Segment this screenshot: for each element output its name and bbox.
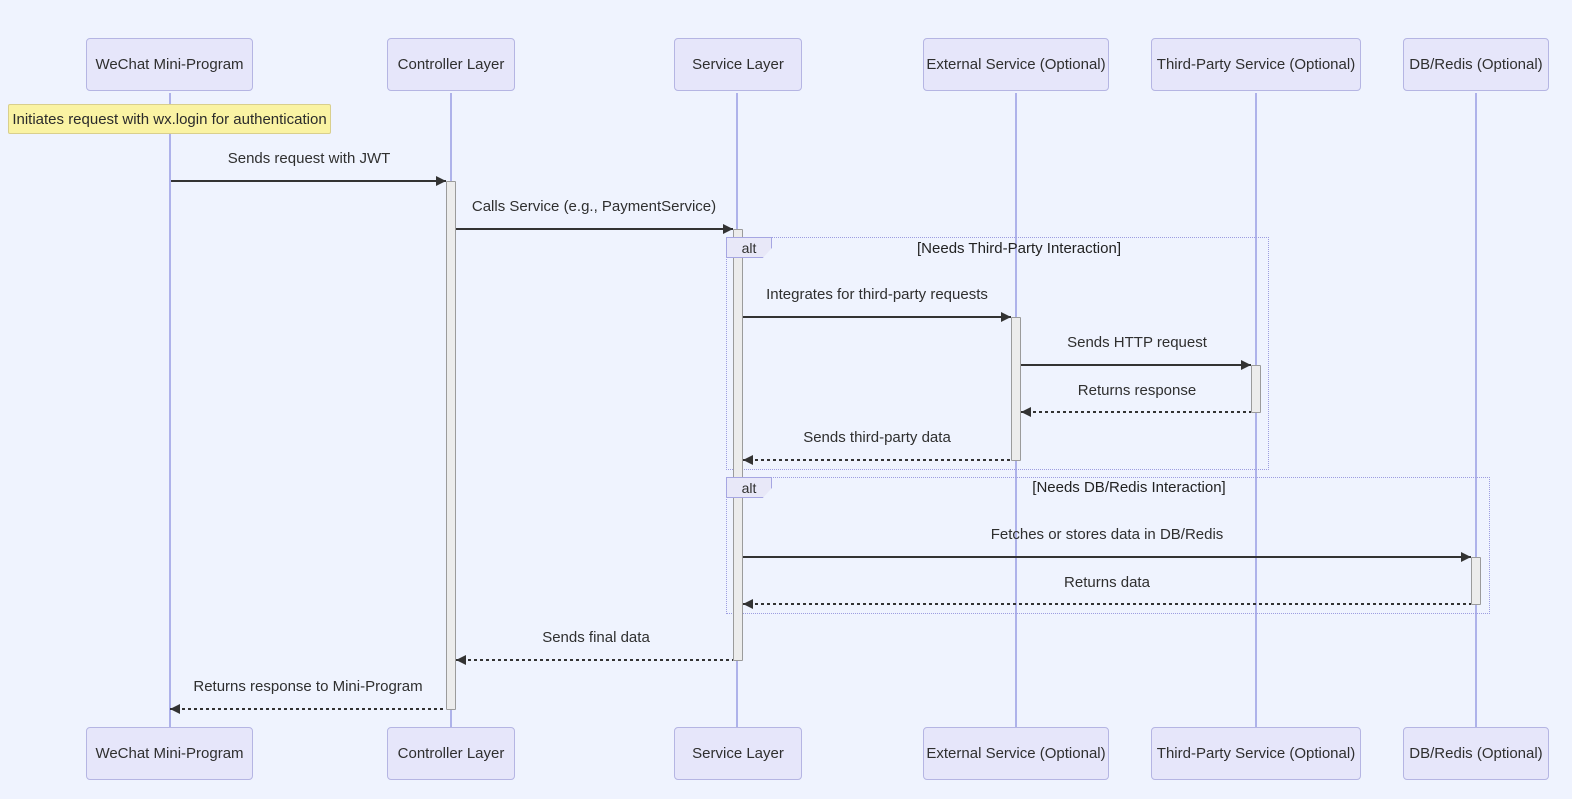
- alt-operator-text: alt: [741, 239, 757, 256]
- participant-label: Third-Party Service (Optional): [1156, 56, 1356, 73]
- arrowhead-right-icon: [1461, 552, 1471, 562]
- alt-condition-dbredis: [Needs DB/Redis Interaction]: [1032, 479, 1226, 496]
- participant-bottom-external: External Service (Optional): [923, 727, 1109, 780]
- note-text: Initiates request with wx.login for auth…: [12, 110, 327, 128]
- participant-label: Third-Party Service (Optional): [1156, 745, 1356, 762]
- message-label: Sends request with JWT: [227, 150, 391, 167]
- participant-top-external: External Service (Optional): [923, 38, 1109, 91]
- activation-dbredis: [1471, 557, 1481, 605]
- participant-bottom-dbredis: DB/Redis (Optional): [1403, 727, 1549, 780]
- message-arrow-line: [743, 603, 1471, 605]
- alt-frame-thirdparty: [726, 237, 1269, 470]
- participant-top-dbredis: DB/Redis (Optional): [1403, 38, 1549, 91]
- participant-label: External Service (Optional): [926, 56, 1106, 73]
- message-arrow-line: [170, 708, 446, 710]
- participant-top-service: Service Layer: [674, 38, 802, 91]
- message-label: Integrates for third-party requests: [766, 286, 988, 303]
- message-label: Fetches or stores data in DB/Redis: [990, 526, 1224, 543]
- activation-controller: [446, 181, 456, 710]
- participant-top-wechat: WeChat Mini-Program: [86, 38, 253, 91]
- arrowhead-right-icon: [1241, 360, 1251, 370]
- participant-label: Controller Layer: [397, 745, 505, 762]
- alt-frame-dbredis: [726, 477, 1490, 614]
- alt-operator-label: alt: [726, 477, 772, 498]
- arrowhead-left-icon: [170, 704, 180, 714]
- message-arrow-line: [456, 228, 733, 230]
- message-arrow-line: [171, 180, 446, 182]
- message-arrow-line: [1021, 411, 1251, 413]
- participant-bottom-service: Service Layer: [674, 727, 802, 780]
- participant-bottom-controller: Controller Layer: [387, 727, 515, 780]
- alt-condition-thirdparty: [Needs Third-Party Interaction]: [917, 240, 1121, 257]
- arrowhead-right-icon: [1001, 312, 1011, 322]
- note-wx-login: Initiates request with wx.login for auth…: [8, 104, 331, 134]
- arrowhead-right-icon: [723, 224, 733, 234]
- message-arrow-line: [456, 659, 733, 661]
- lifeline-wechat: [169, 93, 171, 728]
- participant-label: Controller Layer: [397, 56, 505, 73]
- message-label: Returns data: [1064, 574, 1150, 591]
- message-arrow-line: [743, 459, 1011, 461]
- arrowhead-left-icon: [456, 655, 466, 665]
- message-label: Returns response to Mini-Program: [193, 678, 423, 695]
- alt-operator-text: alt: [741, 479, 757, 496]
- message-arrow-line: [743, 556, 1471, 558]
- participant-top-thirdparty: Third-Party Service (Optional): [1151, 38, 1361, 91]
- message-label: Returns response: [1077, 382, 1197, 399]
- participant-label: DB/Redis (Optional): [1409, 56, 1543, 73]
- arrowhead-left-icon: [1021, 407, 1031, 417]
- message-label: Sends third-party data: [803, 429, 951, 446]
- message-label: Sends HTTP request: [1067, 334, 1207, 351]
- participant-top-controller: Controller Layer: [387, 38, 515, 91]
- message-label: Calls Service (e.g., PaymentService): [471, 198, 717, 215]
- activation-external: [1011, 317, 1021, 461]
- participant-label: DB/Redis (Optional): [1409, 745, 1543, 762]
- lifeline-dbredis: [1475, 93, 1477, 728]
- activation-thirdparty: [1251, 365, 1261, 413]
- participant-label: WeChat Mini-Program: [95, 745, 244, 762]
- participant-label: WeChat Mini-Program: [95, 56, 244, 73]
- participant-label: Service Layer: [692, 745, 784, 762]
- activation-service: [733, 229, 743, 661]
- message-label: Sends final data: [542, 629, 650, 646]
- participant-bottom-wechat: WeChat Mini-Program: [86, 727, 253, 780]
- alt-operator-label: alt: [726, 237, 772, 258]
- participant-label: External Service (Optional): [926, 745, 1106, 762]
- message-arrow-line: [1021, 364, 1251, 366]
- message-arrow-line: [743, 316, 1011, 318]
- arrowhead-left-icon: [743, 455, 753, 465]
- participant-bottom-thirdparty: Third-Party Service (Optional): [1151, 727, 1361, 780]
- arrowhead-left-icon: [743, 599, 753, 609]
- arrowhead-right-icon: [436, 176, 446, 186]
- participant-label: Service Layer: [692, 56, 784, 73]
